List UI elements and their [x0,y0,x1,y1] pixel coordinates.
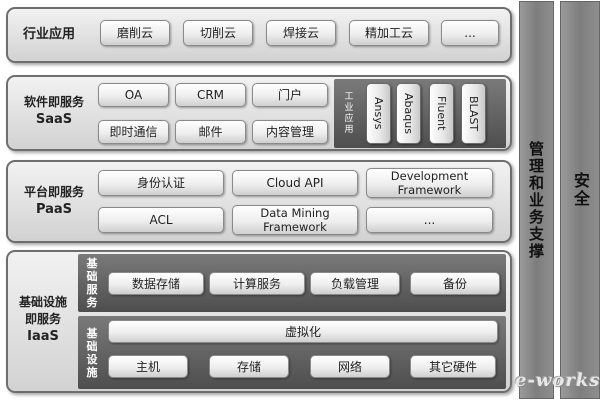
saas-layer-title: 软件即服务 SaaS [10,91,98,131]
app-abaqus-label: Abaqus [402,93,415,134]
paas-item-dev-framework: Development Framework [366,168,493,198]
paas-item-acl: ACL [98,207,224,233]
industrial-label-char-2: 业 [344,103,354,113]
iaas-title-en: IaaS [27,328,59,344]
infra-virtualization: 虚拟化 [108,320,498,343]
basic-infra-char-3: 设 [86,353,98,366]
security-column: 安全 [560,1,600,399]
saas-title-zh: 软件即服务 [23,95,84,109]
infra-other-hardware: 其它硬件 [410,355,496,378]
infra-host: 主机 [108,355,188,378]
service-compute: 计算服务 [209,272,305,295]
management-support-column: 管理和业务支撑 [519,1,554,399]
saas-item-cms: 内容管理 [252,120,328,144]
industrial-label-char-1: 工 [344,92,354,102]
saas-item-portal: 门户 [252,83,328,107]
app-fluent-label: Fluent [435,96,448,131]
paas-title-zh: 平台即服务 [23,185,84,199]
service-load-management: 负载管理 [310,272,400,295]
app-blast: BLAST [461,83,486,144]
app-fluent: Fluent [429,83,454,144]
basic-services-char-4: 务 [86,296,98,309]
iaas-layer-title: 基础设施 即服务 IaaS [8,290,78,348]
paas-item-identity: 身份认证 [98,170,224,196]
paas-title-en: PaaS [35,202,73,217]
basic-services-char-3: 服 [86,283,98,296]
basic-infra-char-1: 基 [86,327,98,340]
saas-title-en: SaaS [35,112,73,127]
saas-item-mail: 邮件 [175,120,246,144]
management-support-label: 管理和业务支撑 [527,140,545,260]
industry-item-grinding: 磨削云 [100,20,170,46]
industry-item-more: ... [441,20,499,46]
iaas-title-zh-1: 基础设施 [18,294,67,309]
app-ansys-label: Ansys [372,97,385,130]
service-data-storage: 数据存储 [108,272,204,295]
infra-storage: 存储 [209,355,289,378]
basic-infra-char-4: 施 [86,366,98,379]
basic-infra-label: 基 础 设 施 [80,324,104,382]
basic-infra-char-2: 础 [86,340,98,353]
industrial-label-char-3: 应 [344,114,354,124]
iaas-title-zh-2: 即服务 [24,311,61,326]
industrial-label-char-4: 用 [344,125,354,135]
industry-item-welding: 焊接云 [266,20,336,46]
paas-layer-title: 平台即服务 PaaS [10,181,98,221]
infra-network: 网络 [310,355,390,378]
saas-item-oa: OA [98,83,169,107]
saas-item-crm: CRM [175,83,246,107]
basic-services-char-2: 础 [86,270,98,283]
saas-item-im: 即时通信 [98,120,169,144]
basic-services-char-1: 基 [86,257,98,270]
app-ansys: Ansys [366,83,391,144]
paas-item-more: ... [366,207,493,233]
security-label: 安全 [571,172,590,208]
app-abaqus: Abaqus [396,83,421,144]
paas-item-data-mining: Data Mining Framework [232,205,358,235]
app-blast-label: BLAST [467,95,480,132]
eworks-watermark-logo: e-works [515,370,601,391]
industry-item-cutting: 切削云 [183,20,253,46]
paas-item-cloud-api: Cloud API [232,170,358,196]
industrial-apps-label: 工 业 应 用 [338,85,360,143]
industry-layer-title: 行业应用 [22,26,75,42]
basic-services-label: 基 础 服 务 [80,257,104,309]
industry-item-finishing: 精加工云 [349,20,429,46]
service-backup: 备份 [410,272,500,295]
